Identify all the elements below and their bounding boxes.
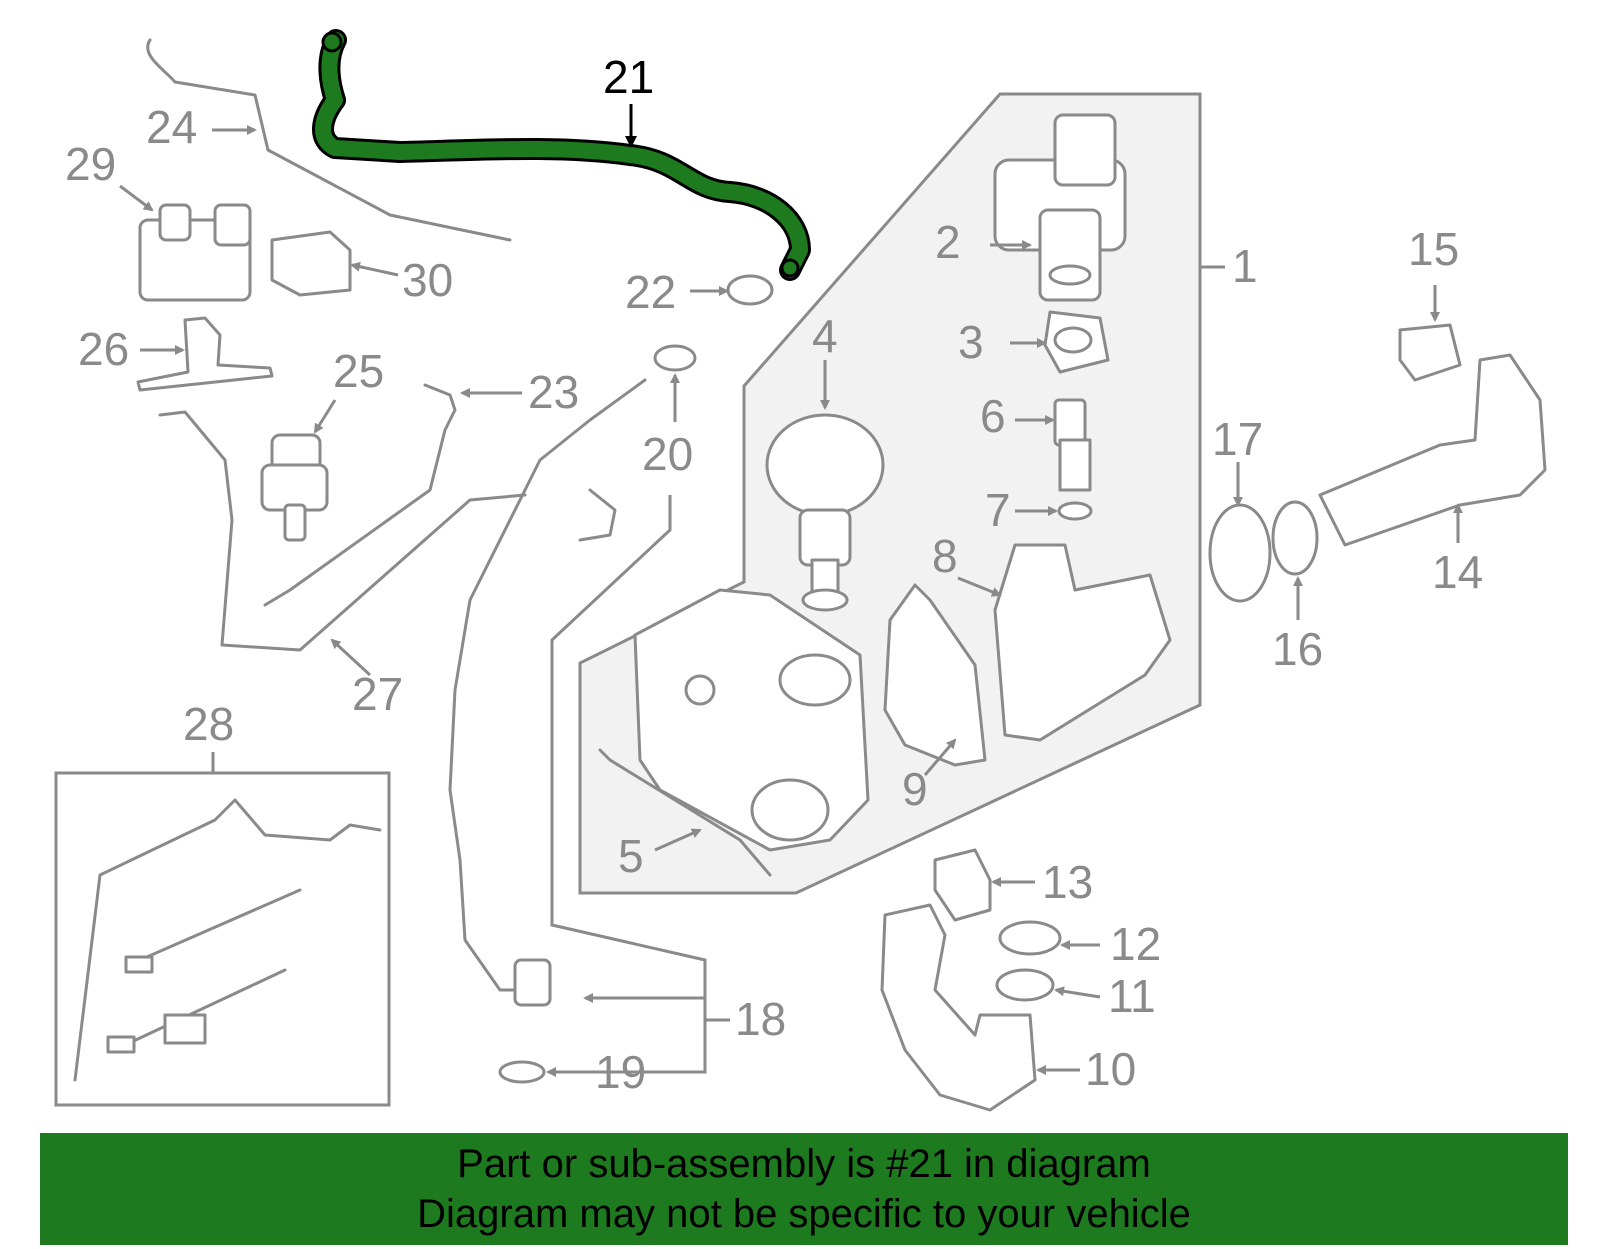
- callout-3[interactable]: 3: [958, 316, 984, 368]
- part-22-clamp: [726, 274, 774, 306]
- part-24-pipe: [146, 38, 512, 242]
- callout-7[interactable]: 7: [985, 484, 1011, 536]
- part-13-gasket: [933, 848, 992, 922]
- part-19-washer: [498, 1060, 546, 1084]
- part-12-clamp: [998, 920, 1062, 956]
- part-20-clamp: [653, 344, 697, 372]
- callout-25[interactable]: 25: [333, 345, 384, 397]
- callout-12[interactable]: 12: [1110, 918, 1161, 970]
- callout-8[interactable]: 8: [932, 530, 958, 582]
- info-banner: Part or sub-assembly is #21 in diagram D…: [40, 1133, 1568, 1245]
- part-3-gasket: [1043, 310, 1110, 374]
- callout-16[interactable]: 16: [1272, 623, 1323, 675]
- callout-1[interactable]: 1: [1232, 240, 1258, 292]
- callout-4[interactable]: 4: [812, 310, 838, 362]
- callout-15[interactable]: 15: [1408, 223, 1459, 275]
- part-7-oring: [1057, 501, 1093, 521]
- callout-28[interactable]: 28: [183, 698, 234, 750]
- part-10-pipe: [880, 903, 1037, 1112]
- callout-13[interactable]: 13: [1042, 856, 1093, 908]
- callout-26[interactable]: 26: [78, 323, 129, 375]
- part-21-hose[interactable]: [312, 29, 811, 281]
- part-17-clamp: [1208, 503, 1272, 603]
- callout-14[interactable]: 14: [1432, 546, 1483, 598]
- part-23-hose: [263, 383, 457, 607]
- part-11-seal: [995, 968, 1055, 1002]
- callout-30[interactable]: 30: [402, 254, 453, 306]
- banner-line-2: Diagram may not be specific to your vehi…: [417, 1192, 1191, 1236]
- callout-10[interactable]: 10: [1085, 1043, 1136, 1095]
- part-9-gasket: [883, 583, 987, 767]
- part-15-gasket: [1398, 323, 1462, 382]
- part-16-ring: [1271, 500, 1319, 576]
- part-5-temp-sensor: [598, 748, 772, 877]
- callout-6[interactable]: 6: [980, 390, 1006, 442]
- callout-18[interactable]: 18: [735, 993, 786, 1045]
- callout-22[interactable]: 22: [625, 266, 676, 318]
- callout-17[interactable]: 17: [1212, 413, 1263, 465]
- callout-23[interactable]: 23: [528, 366, 579, 418]
- callout-27[interactable]: 27: [352, 668, 403, 720]
- part-14-pipe: [1318, 353, 1547, 547]
- callout-2[interactable]: 2: [935, 216, 961, 268]
- callout-19[interactable]: 19: [595, 1046, 646, 1098]
- part-28-harness: [73, 798, 382, 1082]
- callout-21[interactable]: 21: [603, 51, 654, 103]
- part-29-valve: [138, 203, 252, 302]
- part-8-flange: [993, 543, 1172, 742]
- assembly-28-box: [54, 771, 391, 1107]
- part-30-bracket: [270, 230, 352, 297]
- callout-11[interactable]: 11: [1108, 970, 1156, 1022]
- callout-24[interactable]: 24: [146, 101, 197, 153]
- callout-29[interactable]: 29: [65, 138, 116, 190]
- callout-9[interactable]: 9: [902, 763, 928, 815]
- part-27-pipe: [158, 410, 527, 652]
- part-2-egr-valve: [993, 113, 1127, 302]
- part-1-cooler: [633, 588, 870, 852]
- callout-20[interactable]: 20: [642, 428, 693, 480]
- part-6-sensor: [1053, 398, 1092, 492]
- callout-5[interactable]: 5: [618, 830, 644, 882]
- banner-line-1: Part or sub-assembly is #21 in diagram: [457, 1142, 1151, 1186]
- part-4-actuator: [765, 413, 885, 612]
- part-26-support: [136, 316, 274, 392]
- part-18-coolant-pipe: [448, 378, 647, 1007]
- part-25-valve: [260, 433, 329, 542]
